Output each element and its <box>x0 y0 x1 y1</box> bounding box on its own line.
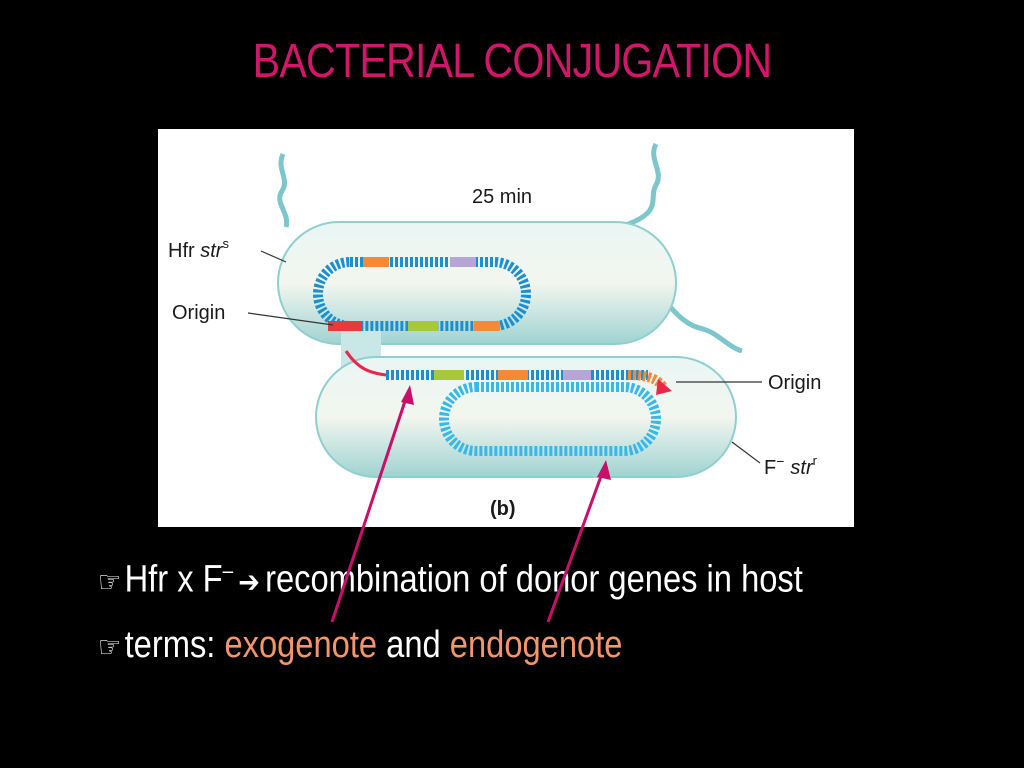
leader-hfr <box>260 250 287 263</box>
origin-label-top: Origin <box>172 302 225 324</box>
hfr-cell <box>277 221 677 345</box>
pointing-hand-icon: ☞ <box>98 630 122 665</box>
bullet-hfr-cross: ☞Hfr x F–➔recombination of donor genes i… <box>98 558 803 602</box>
recipient-chromosome <box>439 382 661 456</box>
bullet-1-sup: – <box>222 558 234 583</box>
origin-arrowhead <box>656 379 672 395</box>
term-endogenote: endogenote <box>449 624 623 666</box>
slide-title: BACTERIAL CONJUGATION <box>252 35 773 88</box>
leader-recipient <box>731 441 761 464</box>
origin-label-right: Origin <box>768 372 821 394</box>
leader-origin-top <box>247 312 334 326</box>
transferred-gene-green <box>434 370 464 380</box>
bullet-terms: ☞terms: exogenote and endogenote <box>98 624 622 667</box>
conjugation-diagram: 25 min Hfr strs Origin Origin F−strr (b) <box>168 142 821 520</box>
flagellum-right <box>625 142 661 228</box>
transferred-gene-orange-1 <box>498 370 528 380</box>
bullet-1-text-b: recombination of donor genes in host <box>265 558 803 601</box>
gene-marker-orange-bottom <box>474 321 500 331</box>
bullet-1-text-a: Hfr x F <box>124 558 223 601</box>
time-label: 25 min <box>472 186 532 208</box>
transfer-strand-red <box>344 350 387 377</box>
gene-marker-orange-top <box>363 257 389 267</box>
panel-label: (b) <box>490 498 516 520</box>
pointing-hand-icon: ☞ <box>98 564 122 600</box>
gene-marker-green <box>408 321 438 331</box>
conjugation-figure: 25 min Hfr strs Origin Origin F−strr (b) <box>158 129 854 527</box>
term-exogenote: exogenote <box>224 624 378 666</box>
gene-marker-red-origin <box>328 321 362 331</box>
bullet-2-middle: and <box>377 624 450 666</box>
bullet-2-prefix: terms: <box>124 624 225 666</box>
gene-marker-lavender <box>450 257 476 267</box>
hfr-label: Hfr strs <box>168 236 229 262</box>
recipient-label: F−strr <box>764 453 818 479</box>
transferred-gene-lavender <box>563 370 591 380</box>
right-arrow-icon: ➔ <box>238 564 260 600</box>
flagellum-left <box>277 152 290 228</box>
